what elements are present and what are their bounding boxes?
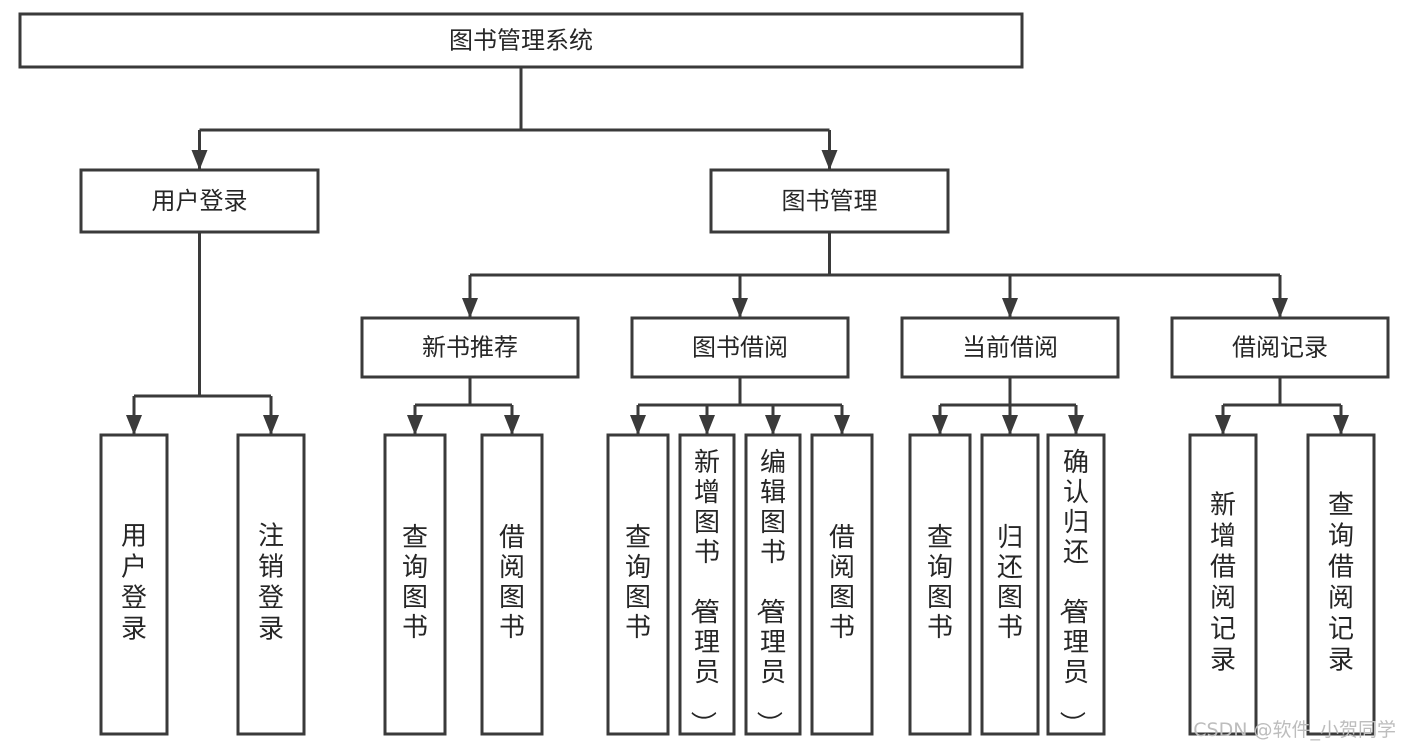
node-leaf-add-book[interactable]: 新增图书（管理员） bbox=[678, 433, 736, 737]
node-user-login[interactable]: 用户登录 bbox=[79, 168, 320, 234]
node-leaf-add-book-box bbox=[678, 433, 736, 736]
node-leaf-borrow-book-2[interactable]: 借阅图书 bbox=[810, 433, 874, 736]
node-leaf-edit-book-label: 编辑图书（管理员） bbox=[753, 448, 786, 737]
node-borrow-record[interactable]: 借阅记录 bbox=[1170, 316, 1390, 379]
node-leaf-add-record-box bbox=[1188, 433, 1258, 736]
node-leaf-query-book-2-box bbox=[606, 433, 670, 736]
arrow-head-icon bbox=[765, 415, 781, 435]
node-leaf-user-login[interactable]: 用户登录 bbox=[99, 433, 169, 736]
arrow-head-icon bbox=[263, 415, 279, 435]
node-leaf-add-book-label: 新增图书（管理员） bbox=[687, 448, 720, 737]
node-leaf-confirm-return[interactable]: 确认归还（管理员） bbox=[1046, 433, 1106, 737]
node-leaf-query-book-3[interactable]: 查询图书 bbox=[908, 433, 972, 736]
node-leaf-user-login-label: 用户登录 bbox=[121, 522, 147, 645]
node-current-borrow-label: 当前借阅 bbox=[962, 334, 1058, 362]
node-leaf-add-record[interactable]: 新增借阅记录 bbox=[1188, 433, 1258, 736]
node-leaf-logout-label: 注销登录 bbox=[258, 522, 284, 645]
arrow-head-icon bbox=[1333, 415, 1349, 435]
node-current-borrow-box bbox=[900, 316, 1120, 379]
node-leaf-add-record-label: 新增借阅记录 bbox=[1210, 491, 1236, 676]
node-leaf-return-book-box bbox=[980, 433, 1040, 736]
node-leaf-query-book-3-box bbox=[908, 433, 972, 736]
arrow-head-icon bbox=[1002, 415, 1018, 435]
csdn-watermark: CSDN @软件_小贺同学 bbox=[1193, 719, 1396, 741]
node-borrow-record-label: 借阅记录 bbox=[1232, 334, 1328, 362]
arrow-head-icon bbox=[1002, 298, 1018, 318]
node-leaf-borrow-book-1-box bbox=[480, 433, 544, 736]
node-leaf-query-book-3-label: 查询图书 bbox=[927, 523, 953, 643]
node-leaf-user-login-box bbox=[99, 433, 169, 736]
node-borrow-record-box bbox=[1170, 316, 1390, 379]
node-leaf-borrow-book-2-box bbox=[810, 433, 874, 736]
arrow-head-icon bbox=[126, 415, 142, 435]
node-book-management-box bbox=[709, 168, 950, 234]
node-root-root-label: 图书管理系统 bbox=[449, 27, 593, 55]
node-leaf-logout[interactable]: 注销登录 bbox=[236, 433, 306, 736]
node-user-login-box bbox=[79, 168, 320, 234]
arrow-head-icon bbox=[630, 415, 646, 435]
node-leaf-query-record-label: 查询借阅记录 bbox=[1328, 491, 1354, 676]
arrow-head-icon bbox=[834, 415, 850, 435]
connectors-layer bbox=[126, 67, 1349, 435]
arrow-head-icon bbox=[407, 415, 423, 435]
node-leaf-query-book-2-label: 查询图书 bbox=[625, 523, 651, 643]
node-new-book-recommend[interactable]: 新书推荐 bbox=[360, 316, 580, 379]
node-leaf-query-book-1-box bbox=[383, 433, 447, 736]
node-book-management-label: 图书管理 bbox=[782, 187, 878, 215]
node-book-borrow-box bbox=[630, 316, 850, 379]
node-root-root[interactable]: 图书管理系统 bbox=[18, 12, 1024, 69]
node-new-book-recommend-label: 新书推荐 bbox=[422, 334, 518, 362]
node-leaf-edit-book[interactable]: 编辑图书（管理员） bbox=[744, 433, 802, 737]
node-current-borrow[interactable]: 当前借阅 bbox=[900, 316, 1120, 379]
arrow-head-icon bbox=[1068, 415, 1084, 435]
arrow-head-icon bbox=[1272, 298, 1288, 318]
node-leaf-return-book-label: 归还图书 bbox=[997, 523, 1023, 643]
arrow-head-icon bbox=[1215, 415, 1231, 435]
node-book-borrow[interactable]: 图书借阅 bbox=[630, 316, 850, 379]
node-root-root-box bbox=[18, 12, 1024, 69]
arrow-head-icon bbox=[462, 298, 478, 318]
node-leaf-logout-box bbox=[236, 433, 306, 736]
node-book-management[interactable]: 图书管理 bbox=[709, 168, 950, 234]
node-leaf-query-book-1[interactable]: 查询图书 bbox=[383, 433, 447, 736]
node-leaf-confirm-return-box bbox=[1046, 433, 1106, 736]
node-leaf-query-record[interactable]: 查询借阅记录 bbox=[1306, 433, 1376, 736]
node-leaf-query-book-1-label: 查询图书 bbox=[402, 523, 428, 643]
arrow-head-icon bbox=[191, 150, 208, 170]
node-new-book-recommend-box bbox=[360, 316, 580, 379]
node-user-login-label: 用户登录 bbox=[152, 187, 248, 215]
node-leaf-edit-book-box bbox=[744, 433, 802, 736]
arrow-head-icon bbox=[699, 415, 715, 435]
node-leaf-borrow-book-2-label: 借阅图书 bbox=[829, 523, 855, 643]
arrow-head-icon bbox=[504, 415, 520, 435]
arrow-head-icon bbox=[732, 298, 748, 318]
node-leaf-borrow-book-1[interactable]: 借阅图书 bbox=[480, 433, 544, 736]
node-leaf-query-book-2[interactable]: 查询图书 bbox=[606, 433, 670, 736]
arrow-head-icon bbox=[932, 415, 948, 435]
node-leaf-return-book[interactable]: 归还图书 bbox=[980, 433, 1040, 736]
nodes-layer: 图书管理系统用户登录图书管理新书推荐图书借阅当前借阅借阅记录用户登录注销登录查询… bbox=[18, 12, 1390, 737]
node-leaf-confirm-return-label: 确认归还（管理员） bbox=[1056, 448, 1089, 737]
node-leaf-query-record-box bbox=[1306, 433, 1376, 736]
node-book-borrow-label: 图书借阅 bbox=[692, 334, 788, 362]
arrow-head-icon bbox=[821, 150, 838, 170]
node-leaf-borrow-book-1-label: 借阅图书 bbox=[499, 523, 525, 643]
